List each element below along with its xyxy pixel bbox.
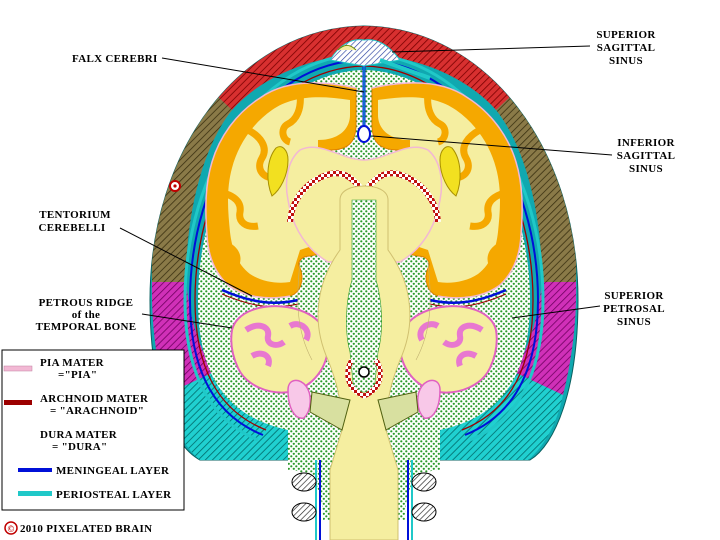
label-superior-petrosal-sinus-1: SUPERIOR <box>604 290 664 302</box>
label-falx-cerebri: FALX CEREBRI <box>72 53 158 65</box>
right-lateral-ventricle <box>439 146 461 197</box>
label-superior-sagittal-sinus-2: SAGITTAL <box>597 42 655 54</box>
leader-lines <box>119 45 613 329</box>
legend-dura-name: DURA MATER <box>40 429 118 441</box>
spinal-canal <box>291 460 437 540</box>
label-superior-sagittal-sinus-1: SUPERIOR <box>596 29 656 41</box>
legend-meningeal-name: MENINGEAL LAYER <box>56 465 170 477</box>
label-petrous-ridge-1: PETROUS RIDGE <box>39 297 134 309</box>
copyright: © 2010 PIXELATED BRAIN <box>4 521 152 535</box>
label-superior-petrosal-sinus-3: SINUS <box>617 316 651 328</box>
scalp-top-red <box>205 26 523 110</box>
label-petrous-ridge-3: TEMPORAL BONE <box>36 321 137 333</box>
legend-pia-name: PIA MATER <box>40 357 105 369</box>
legend-box <box>1 349 185 511</box>
copyright-symbol: © <box>7 524 14 534</box>
vertebra-left-1 <box>291 472 317 492</box>
label-tentorium-cerebelli-2: CEREBELLI <box>39 222 106 234</box>
cerebral-aqueduct <box>358 366 370 378</box>
legend-arachnoid-alias: = "ARACHNOID" <box>50 405 144 417</box>
legend-swatch-pia <box>3 365 33 372</box>
left-lateral-ventricle <box>267 146 289 197</box>
brainstem <box>297 185 431 540</box>
legend-dura-alias: = "DURA" <box>52 441 107 453</box>
label-superior-sagittal-sinus-3: SINUS <box>609 55 643 67</box>
vertebra-right-2 <box>411 502 437 522</box>
vertebra-left-2 <box>291 502 317 522</box>
legend-swatch-meningeal <box>18 468 52 472</box>
vertebra-right-1 <box>411 472 437 492</box>
anatomy-labels: FALX CEREBRI SUPERIOR SAGITTAL SINUS INF… <box>36 29 676 333</box>
scalp-right-magenta <box>514 282 577 395</box>
legend-swatch-arachnoid <box>4 400 32 405</box>
label-inferior-sagittal-sinus-2: SAGITTAL <box>617 150 675 162</box>
legend-periosteal-name: PERIOSTEAL LAYER <box>56 489 172 501</box>
tentorium <box>221 288 507 308</box>
legend: PIA MATER ="PIA" ARCHNOID MATER = "ARACH… <box>1 349 185 511</box>
legend-swatch-periosteal <box>18 491 52 496</box>
scalp-right-bone <box>496 85 577 282</box>
label-tentorium-cerebelli-1: TENTORIUM <box>39 209 111 221</box>
legend-pia-alias: ="PIA" <box>58 369 97 381</box>
label-petrous-ridge-2: of the <box>72 309 100 321</box>
copyright-circle <box>4 521 18 535</box>
legend-arachnoid-name: ARCHNOID MATER <box>40 393 149 405</box>
label-inferior-sagittal-sinus-3: SINUS <box>629 163 663 175</box>
inferior-sagittal-sinus <box>357 125 371 143</box>
falx-cerebri <box>329 39 431 143</box>
label-inferior-sagittal-sinus-1: INFERIOR <box>617 137 675 149</box>
cerebellum <box>230 305 498 419</box>
label-superior-petrosal-sinus-2: PETROSAL <box>603 303 665 315</box>
scalp-left-bone <box>151 85 232 282</box>
copyright-text: 2010 PIXELATED BRAIN <box>20 523 152 535</box>
